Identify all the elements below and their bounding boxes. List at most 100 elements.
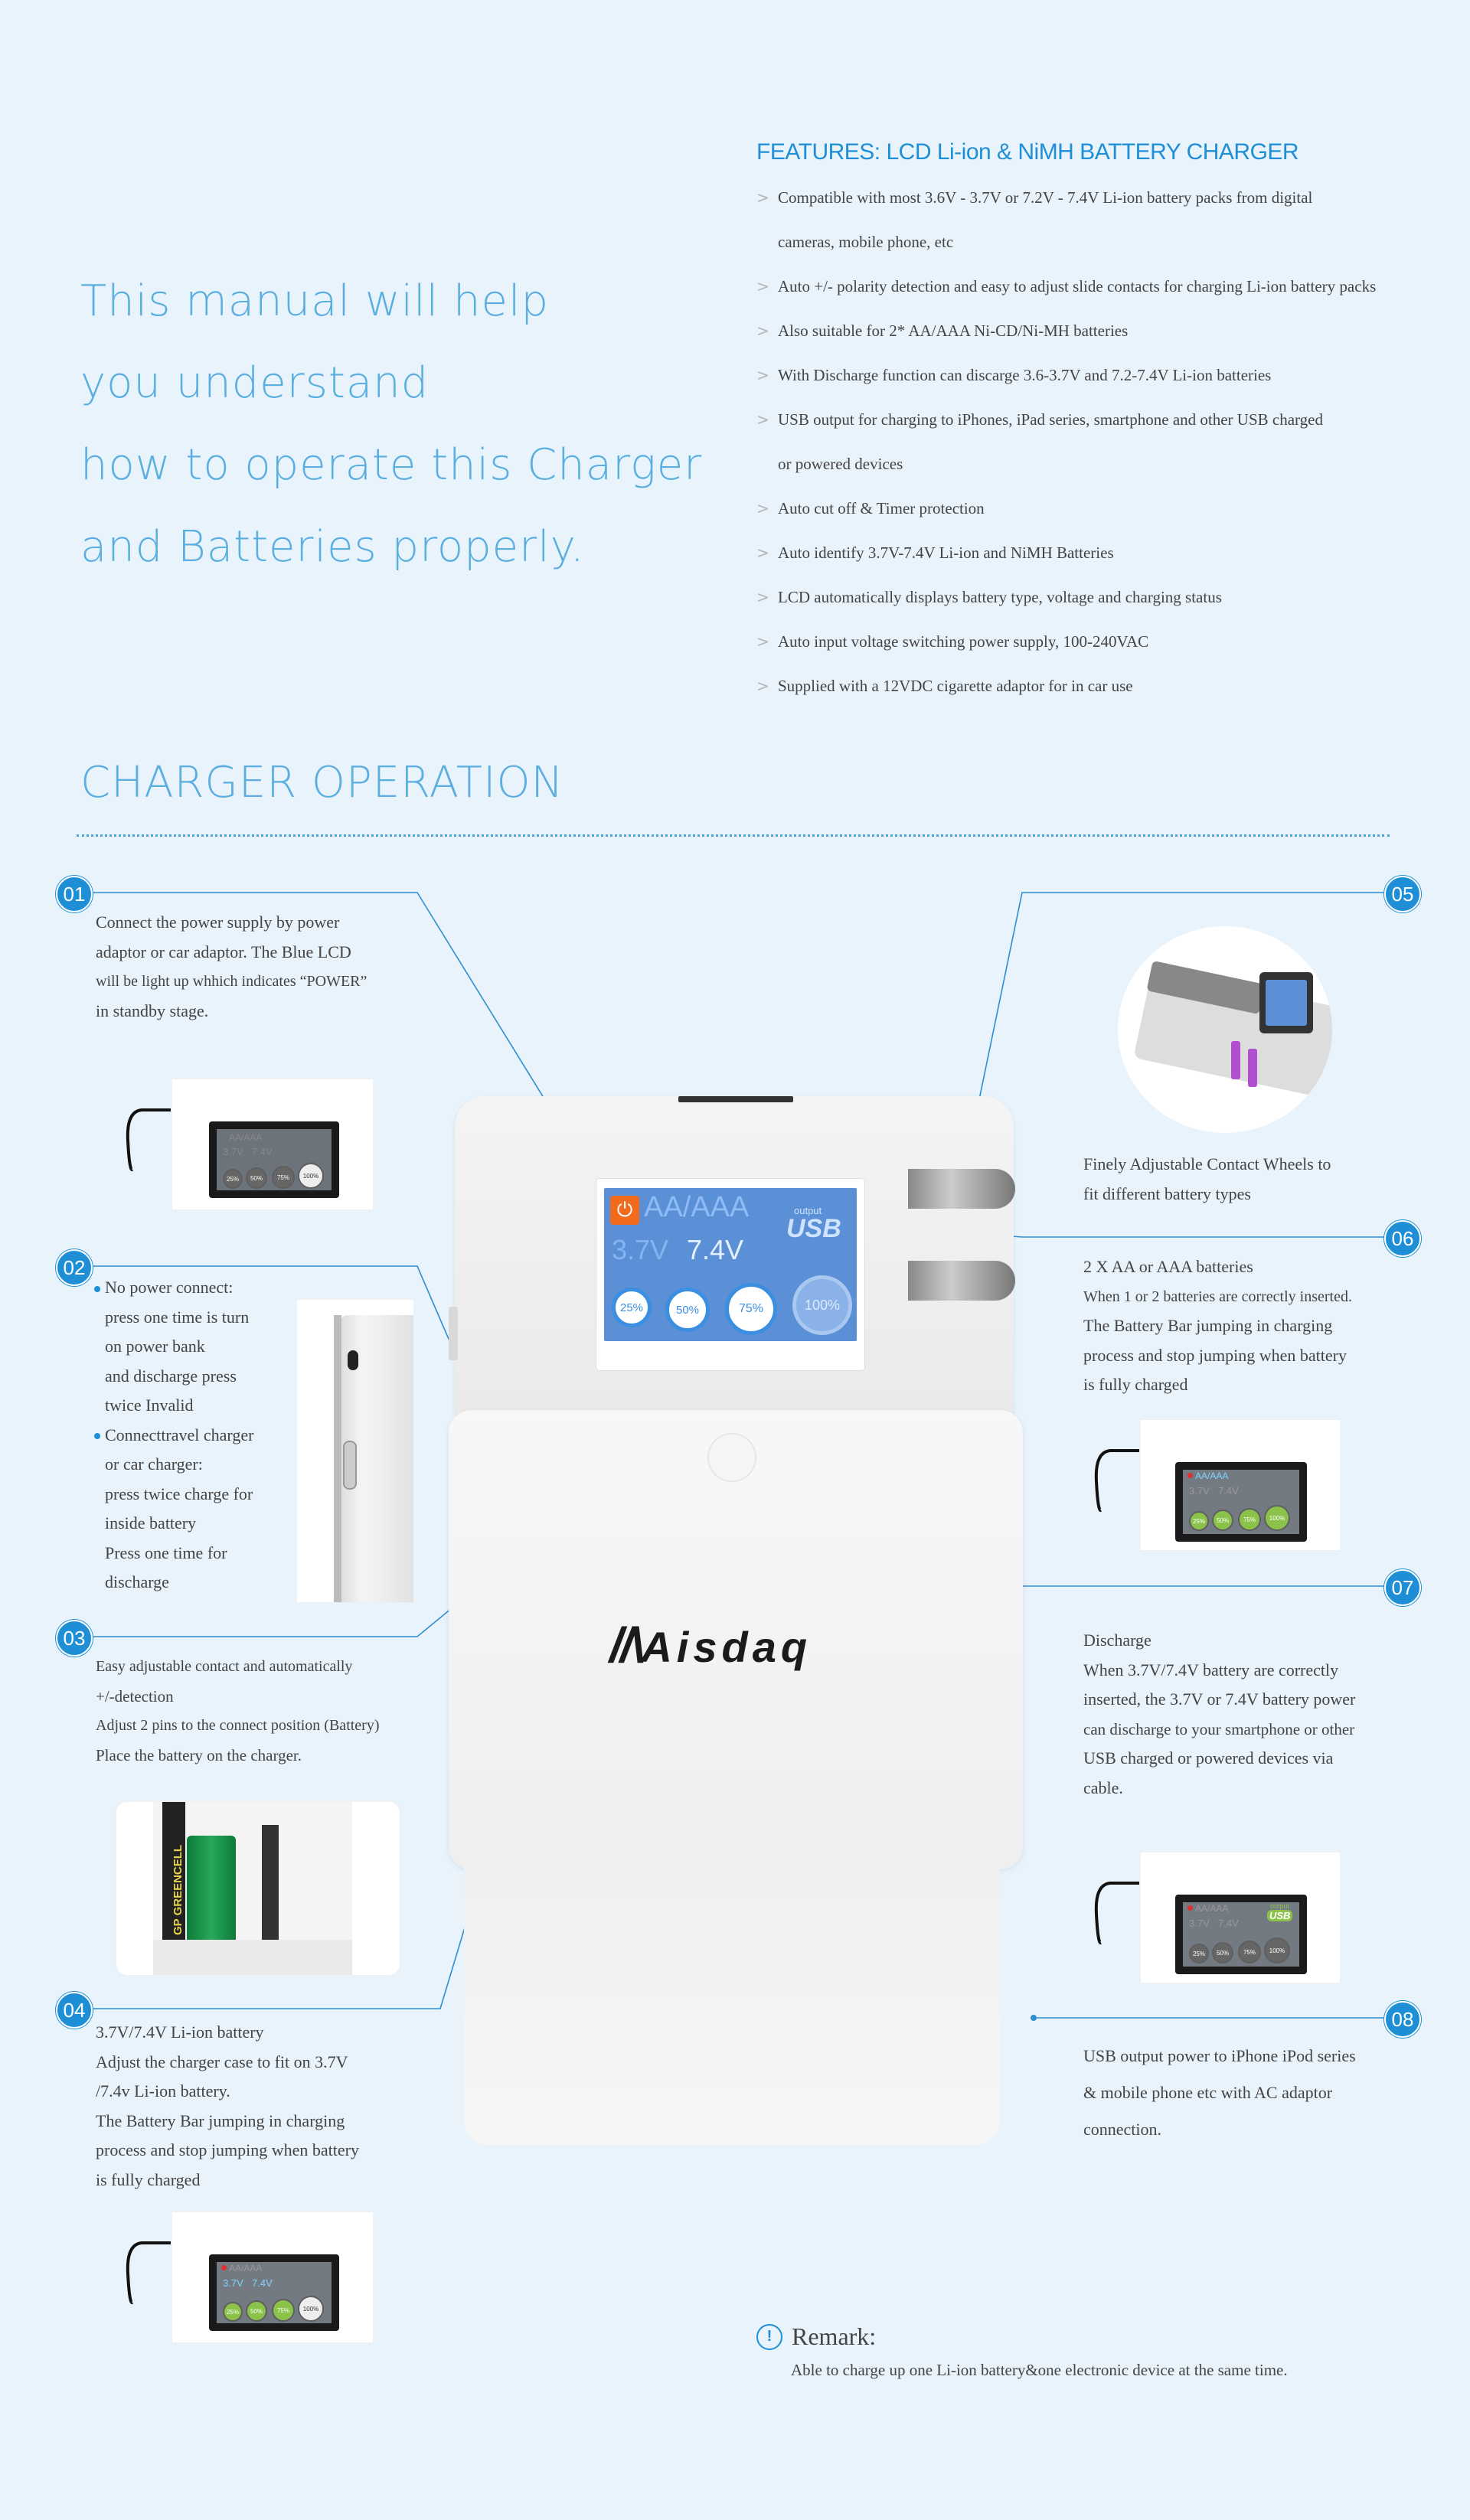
feature-item: > Auto cut off & Timer protection [756, 498, 1430, 520]
thumb-type: AA/AAA [229, 2263, 263, 2274]
lcd-thumbnail-04: AA/AAA 3.7V 7.4V 25% 50% 75% 100% [126, 2212, 373, 2342]
side-button-photo [297, 1300, 413, 1602]
level-75: 75% [725, 1283, 777, 1335]
step-number-02: 02 [56, 1249, 93, 1286]
arrow-icon: > [756, 410, 769, 429]
text-line: Discharge [1083, 1630, 1152, 1650]
feature-text: With Discharge function can discarge 3.6… [778, 366, 1272, 384]
arrow-icon: > [756, 677, 769, 695]
remark: ! Remark: [756, 2323, 876, 2351]
usb-icon: USB [1267, 1910, 1293, 1921]
arrow-icon: > [756, 322, 769, 340]
thumb-power-dot [1187, 1905, 1193, 1911]
lcd-voltage-2: 7.4V [687, 1234, 744, 1265]
text-line: on power bank [105, 1337, 205, 1356]
level-50: 50% [665, 1288, 710, 1332]
thumb-type: AA/AAA [229, 1132, 263, 1143]
text-line: Connect the power supply by power [96, 912, 340, 932]
arrow-icon: > [756, 366, 769, 384]
thumb-v1: 3.7V [223, 2277, 243, 2289]
feature-item: > With Discharge function can discarge 3… [756, 364, 1430, 387]
feature-text: USB output for charging to iPhones, iPad… [778, 410, 1323, 429]
thumb-ring: 100% [1264, 1937, 1290, 1963]
thumb-ring: 50% [1212, 1942, 1233, 1963]
features-list: > Compatible with most 3.6V - 3.7V or 7.… [756, 187, 1430, 720]
text-line: USB charged or powered devices via [1083, 1748, 1334, 1768]
step-06-text: 2 X AA or AAA batteries When 1 or 2 batt… [1083, 1252, 1405, 1400]
power-icon: ⏻ [610, 1196, 639, 1225]
feature-item: > Supplied with a 12VDC cigarette adapto… [756, 675, 1430, 697]
feature-text: Compatible with most 3.6V - 3.7V or 7.2V… [778, 188, 1313, 207]
text-line: When 1 or 2 batteries are correctly inse… [1083, 1288, 1352, 1305]
contact-wheel [908, 1261, 1015, 1301]
text-line: 3.7V/7.4V Li-ion battery [96, 2022, 264, 2042]
feature-item: > LCD automatically displays battery typ… [756, 586, 1430, 609]
arrow-icon: > [756, 499, 769, 517]
text-line: fit different battery types [1083, 1183, 1251, 1203]
level-100: 100% [792, 1275, 852, 1335]
step-03-text: Easy adjustable contact and automaticall… [96, 1652, 448, 1770]
thumb-power-dot [221, 2265, 227, 2270]
lcd-voltage-1: 3.7V [612, 1234, 669, 1265]
step-number-06: 06 [1384, 1220, 1421, 1257]
arrow-icon: > [756, 588, 769, 606]
text-line: The Battery Bar jumping in charging [96, 2110, 345, 2130]
thumb-v1: 3.7V [1189, 1485, 1210, 1497]
side-button [345, 1442, 355, 1488]
features-title: FEATURES: LCD Li-ion & NiMH BATTERY CHAR… [756, 139, 1299, 165]
thumb-ring: 25% [1189, 1511, 1209, 1531]
text-line: will be light up whhich indicates “POWER… [96, 973, 368, 990]
contact-wheel [908, 1169, 1015, 1209]
lcd-battery-type: AA/AAA [644, 1191, 750, 1223]
feature-text: Auto input voltage switching power suppl… [778, 632, 1149, 651]
thumb-ring: 50% [246, 1167, 267, 1189]
step-08-text: USB output power to iPhone iPod series &… [1083, 2038, 1405, 2148]
text-line: Finely Adjustable Contact Wheels to [1083, 1154, 1331, 1173]
step-01-text: Connect the power supply by power adapto… [96, 908, 425, 1026]
cable-icon [1094, 1882, 1139, 1944]
text-line: press twice charge for [105, 1484, 253, 1503]
text-line: connection. [1083, 2120, 1162, 2139]
side-button[interactable] [449, 1307, 458, 1360]
thumb-v2: 7.4V [252, 2277, 273, 2289]
step-04-text: 3.7V/7.4V Li-ion battery Adjust the char… [96, 2018, 425, 2195]
feature-item: > Auto identify 3.7V-7.4V Li-ion and NiM… [756, 542, 1430, 564]
battery-photo: GP GREENCELL [116, 1802, 400, 1975]
text-line: 2 X AA or AAA batteries [1083, 1257, 1253, 1276]
thumb-v2: 7.4V [252, 1146, 273, 1157]
step-number-05: 05 [1384, 876, 1421, 912]
level-25: 25% [612, 1288, 652, 1327]
callout-dot [1031, 2015, 1037, 2021]
text-line: Connecttravel charger [94, 1421, 295, 1451]
thumb-ring: 100% [1264, 1505, 1290, 1531]
intro-line: This manual will help [80, 276, 550, 326]
arrow-icon: > [756, 543, 769, 562]
bullet-dot [94, 1285, 100, 1292]
thumb-ring: 75% [1238, 1941, 1261, 1963]
lcd-output-label: output [794, 1205, 822, 1216]
text-line: twice Invalid [105, 1395, 194, 1415]
intro-text: This manual will help you understand how… [80, 260, 708, 588]
text-line: Adjust 2 pins to the connect position (B… [96, 1717, 380, 1734]
text-line: inserted, the 3.7V or 7.4V battery power [1083, 1689, 1356, 1709]
feature-text-cont: or powered devices [778, 455, 903, 473]
text-line: Easy adjustable contact and automaticall… [96, 1658, 353, 1675]
text-line: Press one time for [105, 1542, 227, 1562]
thumb-v2: 7.4V [1218, 1918, 1239, 1929]
cable-icon [1094, 1449, 1139, 1512]
text-line: & mobile phone etc with AC adaptor [1083, 2083, 1333, 2102]
thumb-output: output [1270, 1902, 1290, 1910]
dotted-divider [77, 834, 1390, 837]
text-line: and discharge press [105, 1366, 237, 1386]
contact-wheels-photo [1118, 926, 1332, 1133]
main-lcd: ⏻ AA/AAA 3.7V 7.4V output USB 25% 50% 75… [596, 1179, 864, 1370]
info-icon: ! [756, 2323, 782, 2350]
thumb-ring: 25% [223, 1169, 243, 1189]
feature-text: LCD automatically displays battery type,… [778, 588, 1222, 606]
feature-text: Also suitable for 2* AA/AAA Ni-CD/Ni-MH … [778, 322, 1129, 340]
text-line: +/-detection [96, 1686, 174, 1706]
feature-item: > Auto +/- polarity detection and easy t… [756, 276, 1430, 298]
bullet-dot [94, 1433, 100, 1440]
step-number-07: 07 [1384, 1569, 1421, 1606]
step-number-03: 03 [56, 1620, 93, 1657]
